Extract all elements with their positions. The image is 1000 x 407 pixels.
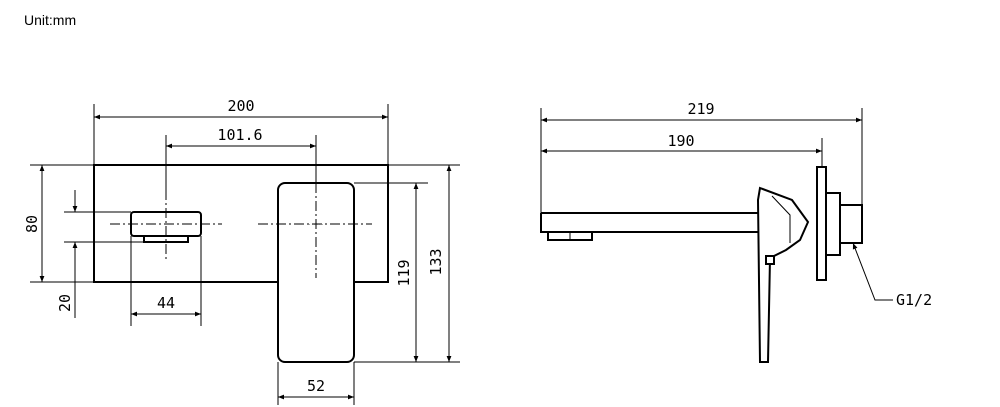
front-view: · ····· · 200 101.6 80 20 44 [23,97,460,405]
unit-label: Unit:mm [24,12,77,28]
dim-119: 119 [395,259,413,286]
lever-body [756,186,810,363]
dim-190: 190 [667,132,694,150]
dim-133: 133 [427,248,445,275]
wall-plate [93,164,389,283]
dim-101-6: 101.6 [217,126,262,144]
inlet-connector [839,204,863,244]
spout-body [540,212,760,233]
flange-collar [825,192,841,256]
side-view: 219 190 G1/2 [540,100,932,363]
dim-80: 80 [23,215,41,233]
dim-20: 20 [56,294,74,312]
thread-label: G1/2 [896,291,932,309]
dim-219: 219 [687,100,714,118]
dim-52: 52 [307,377,325,395]
dim-200: 200 [227,97,254,115]
wall-flange [816,166,827,281]
thread-leader [852,242,893,301]
lever-pivot [765,255,775,265]
dim-44: 44 [157,294,175,312]
